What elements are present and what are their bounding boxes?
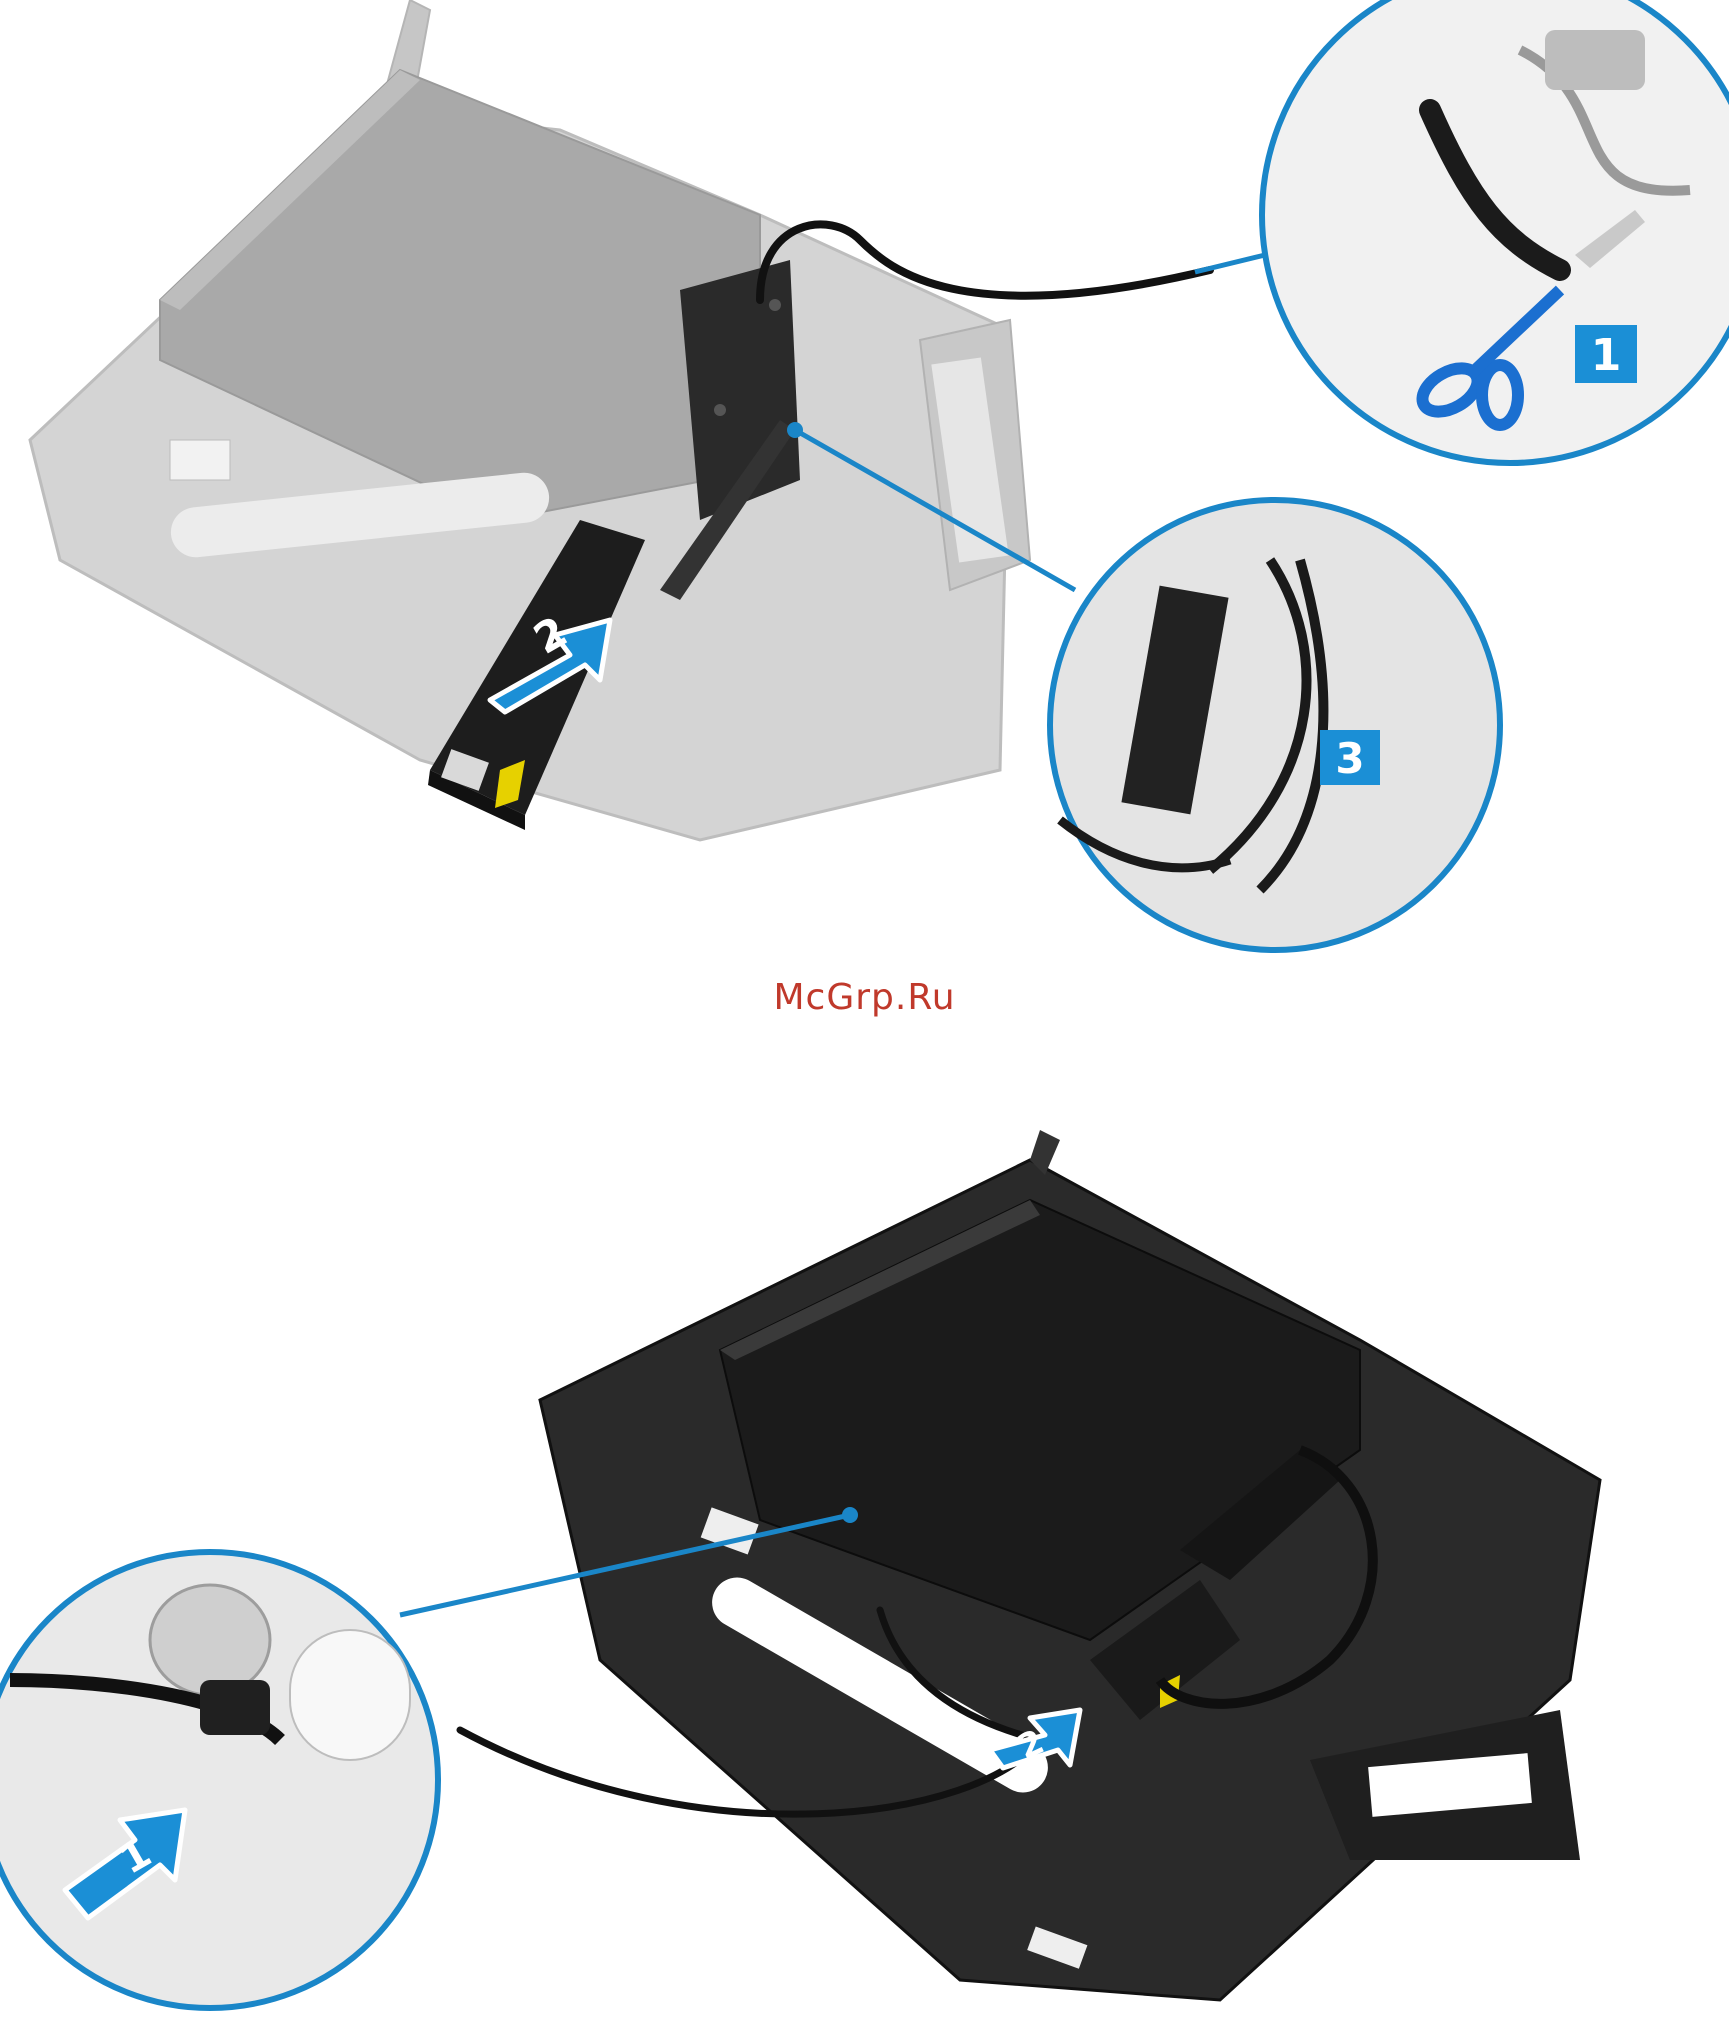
figure-top-svg: 2 1 3 xyxy=(0,0,1729,960)
figure-bottom-svg: 2 1 xyxy=(0,1120,1729,2019)
callout-cable-clip: 1 xyxy=(0,1552,438,2008)
figure-route-cable: 2 1 xyxy=(0,1120,1729,2019)
callout-tie-cable: 3 xyxy=(1050,500,1500,950)
figure-install-adapter: 2 1 3 xyxy=(0,0,1729,960)
badge-step-3-number: 3 xyxy=(1335,734,1364,783)
callout-3-anchor xyxy=(787,422,803,438)
black-chassis-tray xyxy=(540,1130,1600,2000)
badge-step-1-number: 1 xyxy=(1591,330,1622,381)
callout-1-leader xyxy=(1195,255,1265,272)
callout-cut-strap: 1 xyxy=(1262,0,1729,463)
callout-anchor xyxy=(842,1507,858,1523)
watermark: McGrp.Ru xyxy=(0,958,1729,1038)
